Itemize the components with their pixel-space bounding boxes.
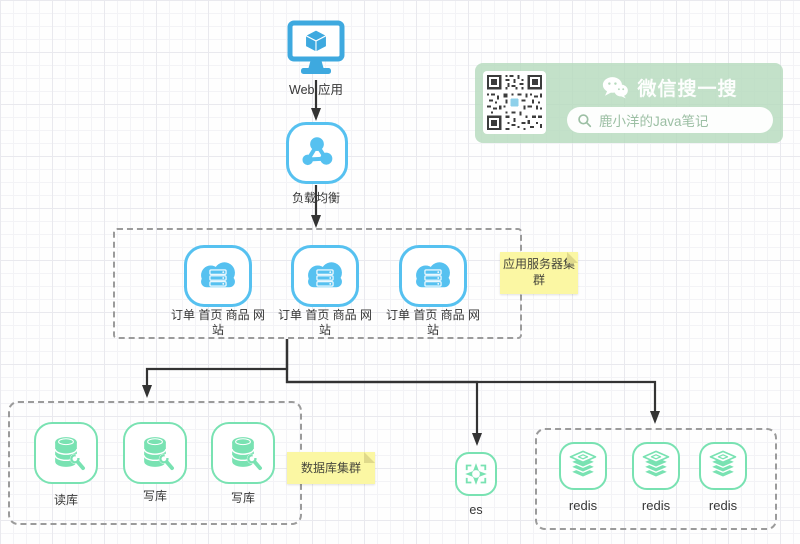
wechat-watermark: 微信搜一搜 鹿小洋的Java笔记	[475, 63, 783, 143]
app-server-label-2: 订单 首页 商品 网站	[277, 308, 372, 337]
connector-app-to-es	[285, 339, 479, 434]
share-network-icon	[302, 137, 333, 166]
db-node-1[interactable]	[34, 422, 98, 484]
arrowhead	[142, 385, 152, 398]
wechat-brand-text: 微信搜一搜	[637, 78, 738, 100]
arrowhead	[472, 433, 482, 446]
connector-app-to-db	[145, 339, 289, 386]
db-label-2: 写库	[142, 489, 167, 503]
db-node-2[interactable]	[123, 422, 187, 484]
web-app-node[interactable]	[285, 18, 347, 80]
redis-cluster-box[interactable]	[535, 428, 777, 530]
es-label: es	[469, 503, 483, 517]
arrowhead	[311, 108, 321, 121]
redis-node-2[interactable]	[632, 442, 680, 490]
load-balancer-label: 负载均衡	[291, 191, 340, 205]
cloud-server-icon	[201, 262, 235, 288]
elasticsearch-icon	[465, 463, 487, 485]
redis-node-3[interactable]	[699, 442, 747, 490]
web-app-label: Web 应用	[289, 83, 343, 97]
redis-stack-icon	[569, 450, 597, 478]
wechat-brand-row: 微信搜一搜	[567, 72, 773, 102]
redis-label-3: redis	[708, 498, 738, 513]
wechat-search-text: 鹿小洋的Java笔记	[599, 114, 709, 129]
arrowhead	[311, 215, 321, 228]
app-cluster-note[interactable]: 应用服务器集群	[500, 252, 578, 294]
app-server-node-1[interactable]	[184, 245, 252, 307]
monitor-cube-icon	[287, 20, 345, 74]
cloud-server-icon	[308, 262, 342, 288]
database-wrench-icon	[231, 437, 265, 472]
connector-app-to-redis	[285, 339, 657, 412]
wechat-icon	[603, 76, 629, 98]
db-cluster-note[interactable]: 数据库集群	[287, 452, 375, 484]
arrowhead	[650, 411, 660, 424]
app-server-node-3[interactable]	[399, 245, 467, 307]
redis-node-1[interactable]	[559, 442, 607, 490]
redis-stack-icon	[709, 450, 737, 478]
app-server-node-2[interactable]	[291, 245, 359, 307]
redis-label-1: redis	[568, 498, 598, 513]
redis-stack-icon	[642, 450, 670, 478]
qr-code	[483, 71, 546, 134]
redis-label-2: redis	[641, 498, 671, 513]
search-icon	[578, 113, 592, 127]
db-node-3[interactable]	[211, 422, 275, 484]
es-node[interactable]	[455, 452, 497, 496]
wechat-search-bar: 鹿小洋的Java笔记	[567, 107, 773, 133]
app-server-label-3: 订单 首页 商品 网站	[385, 308, 480, 337]
app-server-label-1: 订单 首页 商品 网站	[170, 308, 265, 337]
load-balancer-node[interactable]	[286, 122, 348, 184]
database-wrench-icon	[143, 437, 177, 472]
database-wrench-icon	[54, 437, 88, 472]
db-label-1: 读库	[53, 493, 78, 507]
cloud-server-icon	[416, 262, 450, 288]
db-label-3: 写库	[230, 491, 255, 505]
qr-code-icon	[487, 75, 542, 130]
